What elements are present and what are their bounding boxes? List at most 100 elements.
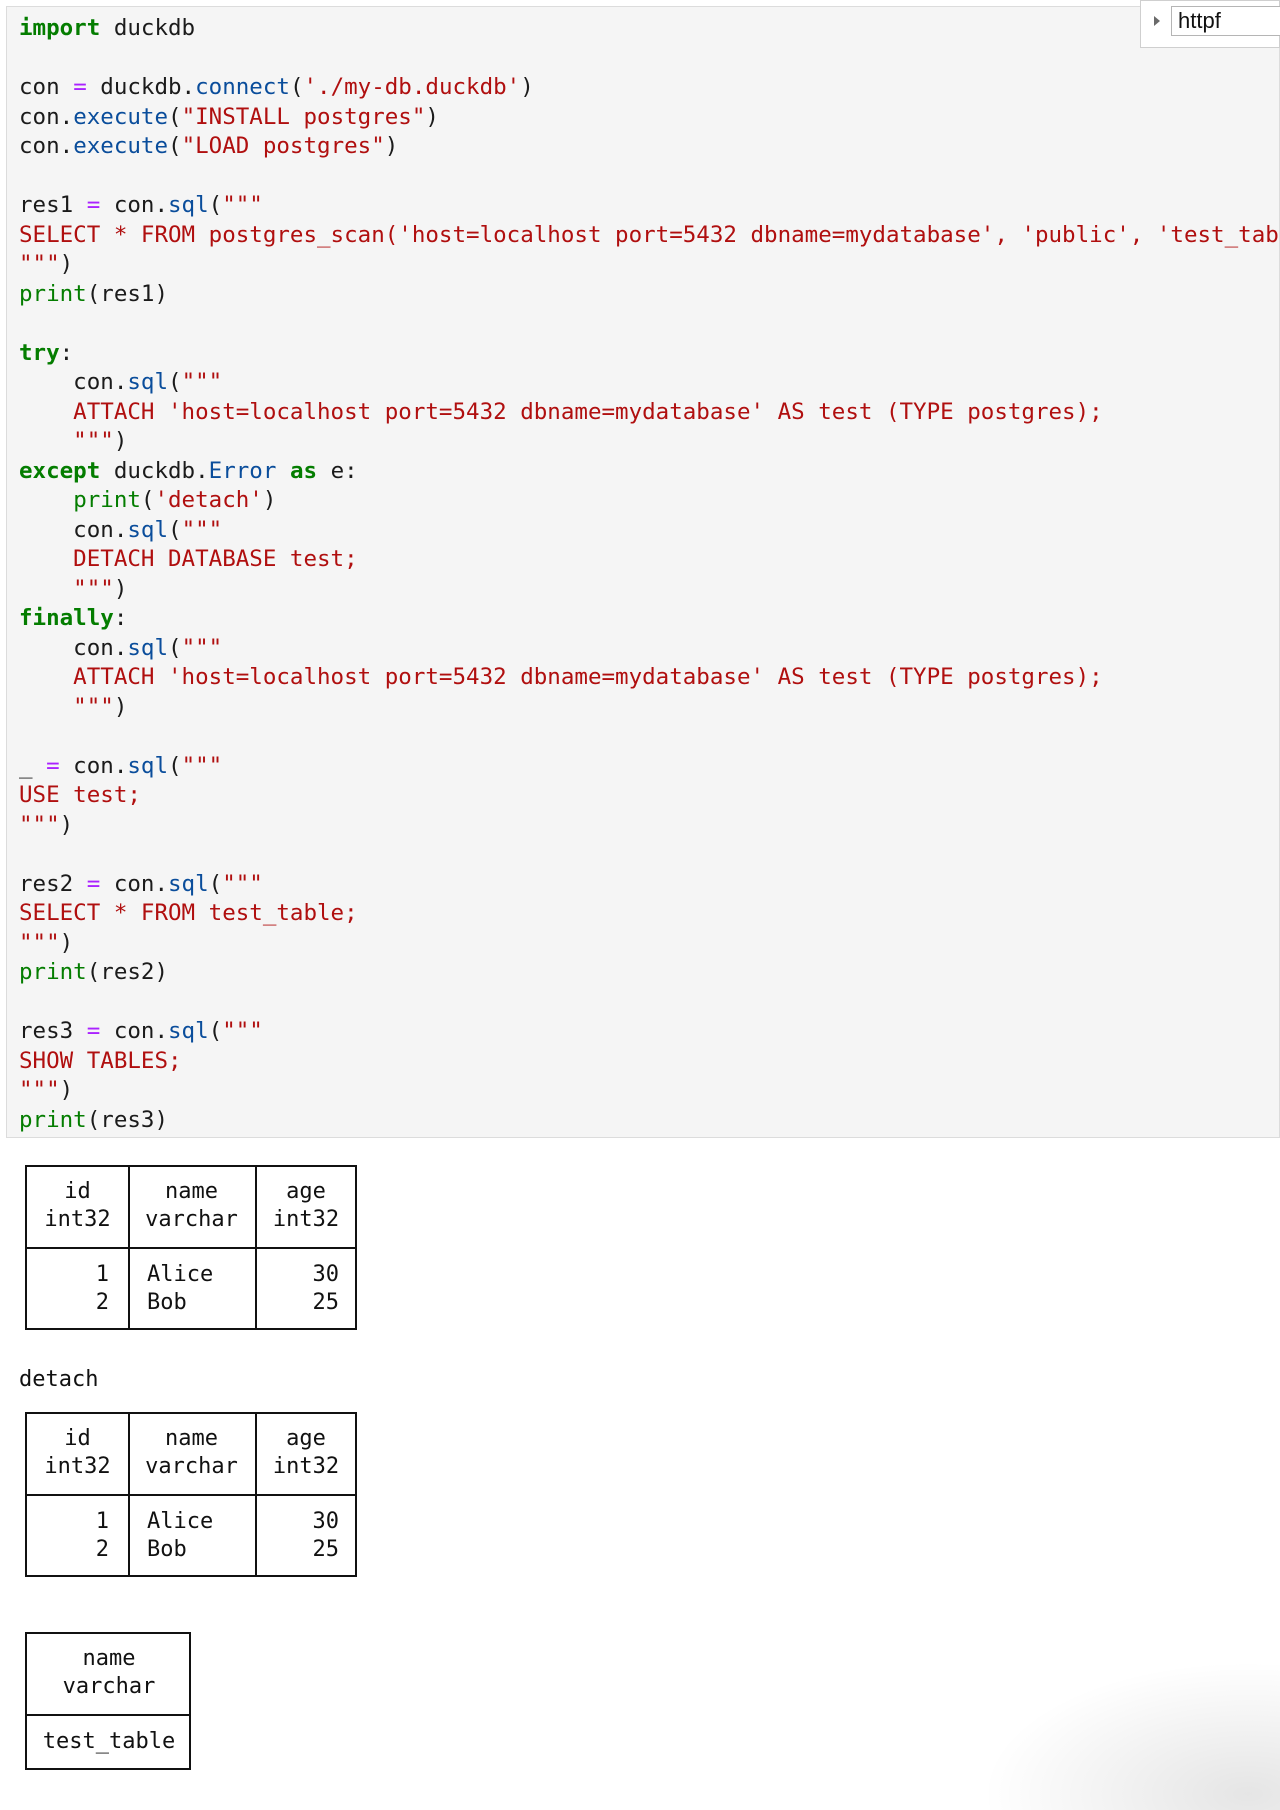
code-token: """ (181, 634, 223, 661)
code-line[interactable]: SELECT * FROM postgres_scan('host=localh… (19, 221, 1280, 251)
code-token: con. (59, 752, 128, 779)
kernel-input[interactable]: httpf (1171, 6, 1280, 36)
table-cell: test_table (42, 1729, 176, 1754)
code-token: """ (19, 575, 114, 602)
code-line[interactable]: res3 = con.sql(""" (19, 1017, 1279, 1047)
code-token: sql (127, 369, 169, 395)
code-token: """ (181, 369, 223, 395)
code-token: print (19, 1106, 87, 1133)
code-token: ) (384, 133, 399, 159)
table-cell: 30 (312, 1509, 340, 1534)
code-token: ( (168, 634, 182, 661)
code-line[interactable]: try: (19, 339, 1279, 369)
code-line[interactable]: res2 = con.sql(""" (19, 870, 1279, 900)
code-token: execute (73, 133, 169, 159)
column-type: varchar (62, 1674, 156, 1699)
code-line[interactable]: con = duckdb.connect('./my-db.duckdb') (19, 73, 1279, 103)
code-token: con. (19, 369, 128, 395)
code-token: sql (127, 752, 169, 779)
code-token: """ (19, 428, 114, 454)
column-type: int32 (272, 1454, 340, 1479)
code-line[interactable]: """) (19, 427, 1279, 457)
code-token: finally (19, 605, 114, 631)
code-line[interactable]: print('detach') (19, 486, 1279, 516)
code-token: Error (208, 457, 277, 484)
code-token: res3 (19, 1018, 87, 1044)
code-line[interactable]: res1 = con.sql(""" (19, 191, 1279, 221)
table-cell: Alice (147, 1509, 214, 1534)
code-token: DETACH DATABASE test; (19, 546, 358, 572)
code-token: sql (168, 870, 209, 897)
code-token: ) (59, 1077, 74, 1103)
code-token: = (46, 752, 60, 779)
code-line[interactable]: ATTACH 'host=localhost port=5432 dbname=… (19, 663, 1279, 693)
code-token: ) (113, 575, 128, 602)
code-token: except (19, 457, 101, 484)
column-header: name (82, 1646, 136, 1671)
code-line[interactable]: finally: (19, 604, 1279, 634)
print-output-detach: detach (19, 1367, 99, 1392)
code-token: """ (181, 752, 223, 779)
code-line[interactable]: """) (19, 693, 1279, 723)
kernel-selector[interactable]: httpf (1140, 0, 1280, 48)
code-line[interactable]: SHOW TABLES; (19, 1047, 1279, 1077)
column-header: age (286, 1179, 326, 1204)
code-line[interactable]: ​ (19, 722, 1279, 752)
code-line[interactable]: SELECT * FROM test_table; (19, 899, 1279, 929)
code-line[interactable]: """) (19, 250, 1279, 280)
code-line[interactable]: except duckdb.Error as e: (19, 457, 1279, 487)
code-token: : (113, 605, 128, 631)
column-type: varchar (145, 1454, 238, 1479)
code-line[interactable]: import duckdb (19, 14, 1279, 44)
code-line[interactable]: DETACH DATABASE test; (19, 545, 1279, 575)
code-line[interactable]: """) (19, 929, 1279, 959)
code-line[interactable]: con.execute("INSTALL postgres") (19, 103, 1279, 133)
expand-triangle-icon[interactable] (1154, 16, 1160, 26)
code-token: sql (168, 192, 209, 218)
code-line[interactable]: con.execute("LOAD postgres") (19, 132, 1279, 162)
code-token: USE test; (19, 782, 141, 808)
table-cell: 2 (95, 1290, 109, 1315)
code-line[interactable]: con.sql(""" (19, 634, 1279, 664)
code-token: ( (289, 74, 304, 100)
code-token: """ (19, 929, 60, 956)
code-line[interactable]: ​ (19, 840, 1279, 870)
code-line[interactable]: print(res3) (19, 1106, 1279, 1136)
code-token: SELECT * FROM postgres_scan('host=localh… (19, 221, 1280, 248)
code-token: ( (208, 870, 223, 897)
code-token: con. (100, 1018, 169, 1044)
result-table-res1: id int32 name varchar age int32 1 Alice … (25, 1165, 357, 1330)
code-line[interactable]: USE test; (19, 781, 1279, 811)
code-token: print (19, 959, 87, 985)
code-line[interactable]: ​ (19, 309, 1279, 339)
code-line[interactable]: """) (19, 1076, 1279, 1106)
code-token: res2 (19, 870, 87, 897)
code-token: ( (140, 487, 155, 513)
code-line[interactable]: """) (19, 811, 1279, 841)
code-cell[interactable]: import duckdb​con = duckdb.connect('./my… (6, 6, 1280, 1138)
code-token: : (59, 339, 74, 366)
code-token: ) (262, 487, 277, 513)
code-token: con. (100, 192, 169, 218)
code-line[interactable]: print(res2) (19, 958, 1279, 988)
code-token: """ (181, 516, 223, 543)
code-token: SELECT * FROM test_table; (19, 900, 358, 926)
code-line[interactable]: _ = con.sql(""" (19, 752, 1279, 782)
code-editor[interactable]: import duckdb​con = duckdb.connect('./my… (19, 14, 1280, 1136)
code-token: ( (208, 192, 223, 218)
code-token: con. (100, 870, 169, 897)
code-line[interactable]: con.sql(""" (19, 516, 1279, 546)
table-cell: Bob (147, 1290, 187, 1315)
code-token: (res2) (86, 959, 169, 985)
code-line[interactable]: ​ (19, 988, 1279, 1018)
code-token: ATTACH 'host=localhost port=5432 dbname=… (19, 398, 1103, 425)
code-token: ( (168, 516, 182, 543)
code-line[interactable]: print(res1) (19, 280, 1279, 310)
code-line[interactable]: ATTACH 'host=localhost port=5432 dbname=… (19, 398, 1279, 428)
code-line[interactable]: """) (19, 575, 1279, 605)
code-token: connect (195, 74, 290, 100)
code-token: res1 (19, 192, 87, 218)
code-line[interactable]: con.sql(""" (19, 368, 1279, 398)
code-line[interactable]: ​ (19, 44, 1279, 74)
code-line[interactable]: ​ (19, 162, 1279, 192)
